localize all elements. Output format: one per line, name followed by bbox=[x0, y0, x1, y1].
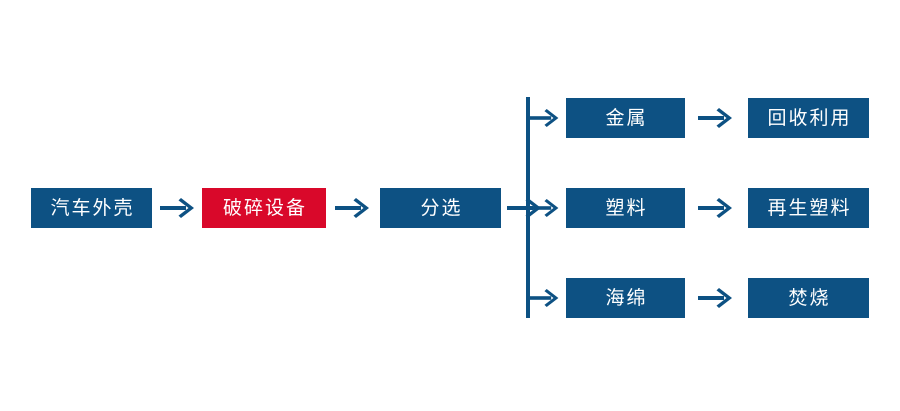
node-incin[interactable]: 焚烧 bbox=[748, 278, 869, 318]
right-arrow-icon bbox=[158, 194, 198, 222]
right-arrow-icon bbox=[696, 104, 736, 132]
node-label: 分选 bbox=[420, 196, 463, 219]
right-arrow-icon bbox=[526, 284, 562, 312]
node-label: 回收利用 bbox=[767, 106, 852, 129]
node-label: 再生塑料 bbox=[767, 196, 852, 219]
node-label: 塑料 bbox=[605, 196, 648, 219]
node-sorting[interactable]: 分选 bbox=[380, 188, 501, 228]
node-label: 破碎设备 bbox=[222, 196, 307, 219]
node-repoly[interactable]: 再生塑料 bbox=[748, 188, 869, 228]
right-arrow-icon bbox=[526, 104, 562, 132]
node-shell[interactable]: 汽车外壳 bbox=[31, 188, 152, 228]
node-label: 金属 bbox=[605, 106, 648, 129]
node-label: 海绵 bbox=[605, 286, 648, 309]
node-label: 焚烧 bbox=[788, 286, 831, 309]
right-arrow-icon bbox=[526, 194, 562, 222]
node-sponge[interactable]: 海绵 bbox=[566, 278, 685, 318]
right-arrow-icon bbox=[333, 194, 373, 222]
node-label: 汽车外壳 bbox=[50, 196, 135, 219]
right-arrow-icon bbox=[505, 194, 545, 222]
right-arrow-icon bbox=[696, 194, 736, 222]
node-metal[interactable]: 金属 bbox=[566, 98, 685, 138]
node-plastic[interactable]: 塑料 bbox=[566, 188, 685, 228]
node-crusher[interactable]: 破碎设备 bbox=[202, 188, 326, 228]
node-recycle[interactable]: 回收利用 bbox=[748, 98, 869, 138]
right-arrow-icon bbox=[696, 284, 736, 312]
